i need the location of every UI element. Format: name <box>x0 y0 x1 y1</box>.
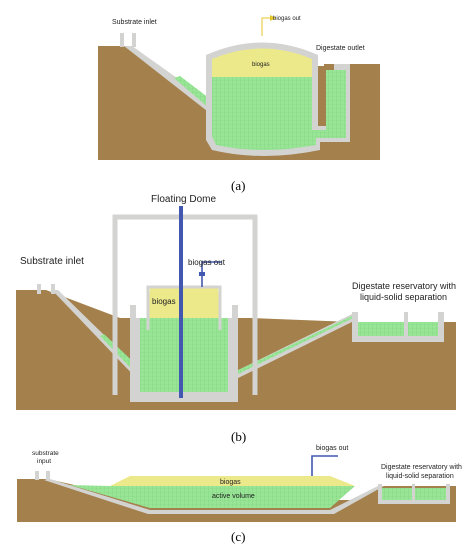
caption-b: (b) <box>231 429 246 444</box>
label-digestate-line2: liquid-solid separation <box>360 292 447 302</box>
label-biogas: biogas <box>220 479 241 486</box>
label-active-volume: active volume <box>212 493 255 500</box>
label-digestate-line2: liquid-solid separation <box>386 473 454 480</box>
inlet-collar <box>132 33 136 47</box>
biogas-out-pipe <box>311 455 338 476</box>
panel-a: Substrate inlet biogas out Digestate out… <box>98 15 380 193</box>
label-digestate-line1: Digestate reservatory with <box>381 464 462 471</box>
label-biogas-out: biogas out <box>273 16 301 22</box>
label-substrate-line1: substrate <box>32 450 59 457</box>
outlet-pipe-slurry <box>230 316 353 378</box>
label-floating-dome: Floating Dome <box>151 194 216 205</box>
label-biogas-out: biogas out <box>188 258 226 267</box>
caption-a: (a) <box>231 178 245 193</box>
label-biogas-out: biogas out <box>316 445 348 452</box>
label-biogas: biogas <box>152 297 176 306</box>
caption-c: (c) <box>231 529 245 544</box>
arrow-head-icon <box>270 15 276 21</box>
label-substrate-inlet: Substrate inlet <box>112 19 157 26</box>
dome-frame <box>112 214 258 395</box>
panel-b: Floating Dome Substrate inlet biogas out… <box>16 194 456 444</box>
floating-dome-body <box>148 287 220 318</box>
active-volume-slurry <box>70 485 355 508</box>
pit-rim <box>130 305 136 319</box>
guide-pipe <box>179 206 183 398</box>
lagoon-liner <box>44 479 384 514</box>
label-substrate-line2: input <box>37 458 51 465</box>
inlet-collar <box>120 33 124 47</box>
label-digestate-outlet: Digestate outlet <box>316 45 365 52</box>
biogas-cover <box>110 476 355 486</box>
separator-wall <box>404 312 408 336</box>
inlet-collar <box>46 471 50 480</box>
valve-icon <box>199 272 205 276</box>
biogas-space <box>212 48 312 77</box>
digester-slurry <box>140 318 228 392</box>
panel-c: substrate input biogas out biogas active… <box>17 445 462 544</box>
inlet-pipe <box>124 46 222 118</box>
floating-dome-walls <box>146 285 222 330</box>
inlet-collar <box>35 471 39 480</box>
label-biogas: biogas <box>252 62 270 68</box>
inlet-collar <box>37 284 41 294</box>
biogas-out-arrow <box>261 17 270 36</box>
inlet-collar <box>51 284 55 294</box>
digester-slurry <box>212 70 346 150</box>
label-substrate-inlet: Substrate inlet <box>20 256 84 267</box>
separator-wall <box>412 484 415 500</box>
label-digestate-line1: Digestate reservatory with <box>352 281 456 291</box>
reservoir-slurry <box>358 322 438 336</box>
pit-rim <box>232 305 238 319</box>
biogas-out-pipe <box>201 261 222 287</box>
digester-pit <box>130 318 238 402</box>
